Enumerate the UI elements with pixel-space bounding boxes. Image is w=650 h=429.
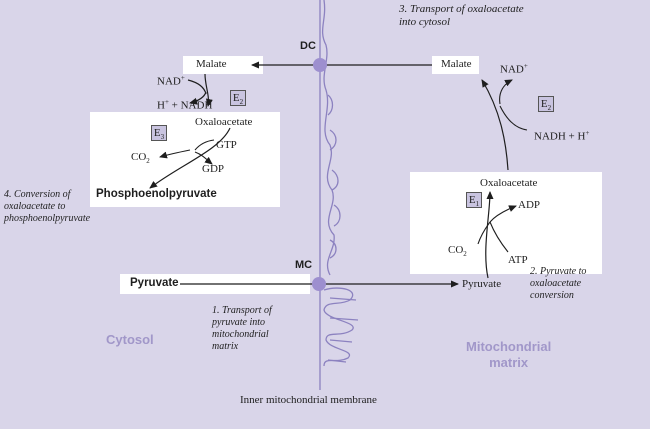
step3-line: into cytosol (399, 16, 451, 28)
dc-transporter (313, 58, 327, 72)
nad-matrix-sup: + (523, 62, 528, 70)
pyruvate-matrix: Pyruvate (462, 278, 502, 290)
step2-line: 2. Pyruvate to (530, 266, 587, 277)
enzyme-index: 2 (239, 98, 244, 107)
h-cytosol-text: H (157, 99, 165, 112)
enzyme-index: 3 (160, 133, 165, 142)
enzyme-e3: E3 (151, 125, 167, 141)
oxaloacetate-matrix: Oxaloacetate (480, 177, 538, 189)
step1-line: mitochondrial (212, 329, 269, 340)
dc-label: DC (300, 40, 316, 52)
step2-label: 2. Pyruvate to oxaloacetate conversion (530, 266, 586, 302)
co2-cytosol-sub: 2 (146, 157, 150, 166)
nad-cytosol-text: NAD (157, 75, 181, 88)
enzyme-letter: E (232, 92, 240, 104)
enzyme-e2-matrix: E2 (538, 96, 554, 112)
membrane-label: Inner mitochondrial membrane (240, 394, 377, 406)
mc-label: MC (295, 259, 313, 271)
atp-label: ATP (508, 254, 528, 266)
co2-matrix-sub: 2 (463, 250, 467, 259)
step3-label: 3. Transport of oxaloacetate into cytoso… (399, 3, 524, 29)
nad-cytosol-sup: + (180, 74, 185, 82)
matrix-region-label: Mitochondrial matrix (466, 339, 551, 371)
malate-matrix: Malate (441, 58, 472, 70)
enzyme-e1: E1 (466, 192, 482, 208)
step4-line: oxaloacetate to (4, 201, 66, 212)
pyruvate-cytosol: Pyruvate (130, 277, 179, 289)
h-cytosol-sup: + (164, 98, 169, 106)
step1-line: 1. Transport of (212, 305, 272, 316)
nadh-matrix: NADH + H+ (534, 127, 589, 144)
step2-line: oxaloacetate (530, 278, 582, 289)
enzyme-e2-cytosol: E2 (230, 90, 246, 106)
nad-cytosol: NAD+ (157, 72, 185, 89)
enzyme-letter: E (540, 98, 548, 110)
enzyme-letter: E (153, 127, 161, 139)
step4-label: 4. Conversion of oxaloacetate to phospho… (4, 189, 90, 225)
step1-label: 1. Transport of pyruvate into mitochondr… (212, 305, 272, 353)
nad-matrix-text: NAD (500, 63, 524, 76)
enzyme-letter: E (468, 194, 476, 206)
co2-matrix-text: CO (448, 244, 464, 256)
step2-line: conversion (530, 290, 574, 301)
enzyme-index: 1 (475, 200, 480, 209)
gtp-label: GTP (216, 139, 237, 151)
inner-membrane (319, 0, 359, 390)
adp-label: ADP (518, 199, 541, 211)
nadh-cytosol-text: + NADH (168, 99, 213, 112)
step1-line: pyruvate into (212, 317, 266, 328)
cytosol-reaction-panel (90, 112, 280, 207)
step1-line: matrix (212, 341, 239, 352)
mc-transporter (312, 277, 326, 291)
cytosol-region-label: Cytosol (106, 332, 154, 347)
nadh-matrix-text: NADH + H (534, 130, 586, 143)
step4-line: 4. Conversion of (4, 189, 71, 200)
nadh-matrix-sup: + (585, 129, 590, 137)
matrix-label-line: matrix (489, 355, 529, 370)
matrix-label-line: Mitochondrial (466, 339, 552, 354)
co2-cytosol: CO2 (131, 151, 150, 168)
malate-box-left (183, 56, 263, 74)
oxaloacetate-cytosol: Oxaloacetate (195, 116, 253, 128)
co2-cytosol-text: CO (131, 151, 147, 163)
malate-box-right (432, 56, 479, 74)
co2-matrix: CO2 (448, 244, 467, 261)
step4-line: phosphoenolpyruvate (4, 213, 91, 224)
step3-line: 3. Transport of oxaloacetate (399, 3, 524, 15)
nadh-cytosol: H+ + NADH (157, 96, 212, 113)
pep-label: Phosphoenolpyruvate (96, 188, 217, 200)
malate-cytosol: Malate (196, 58, 227, 70)
matrix-reaction-panel (410, 172, 602, 274)
enzyme-index: 2 (547, 104, 552, 113)
nad-matrix: NAD+ (500, 60, 528, 77)
gdp-label: GDP (202, 163, 225, 175)
